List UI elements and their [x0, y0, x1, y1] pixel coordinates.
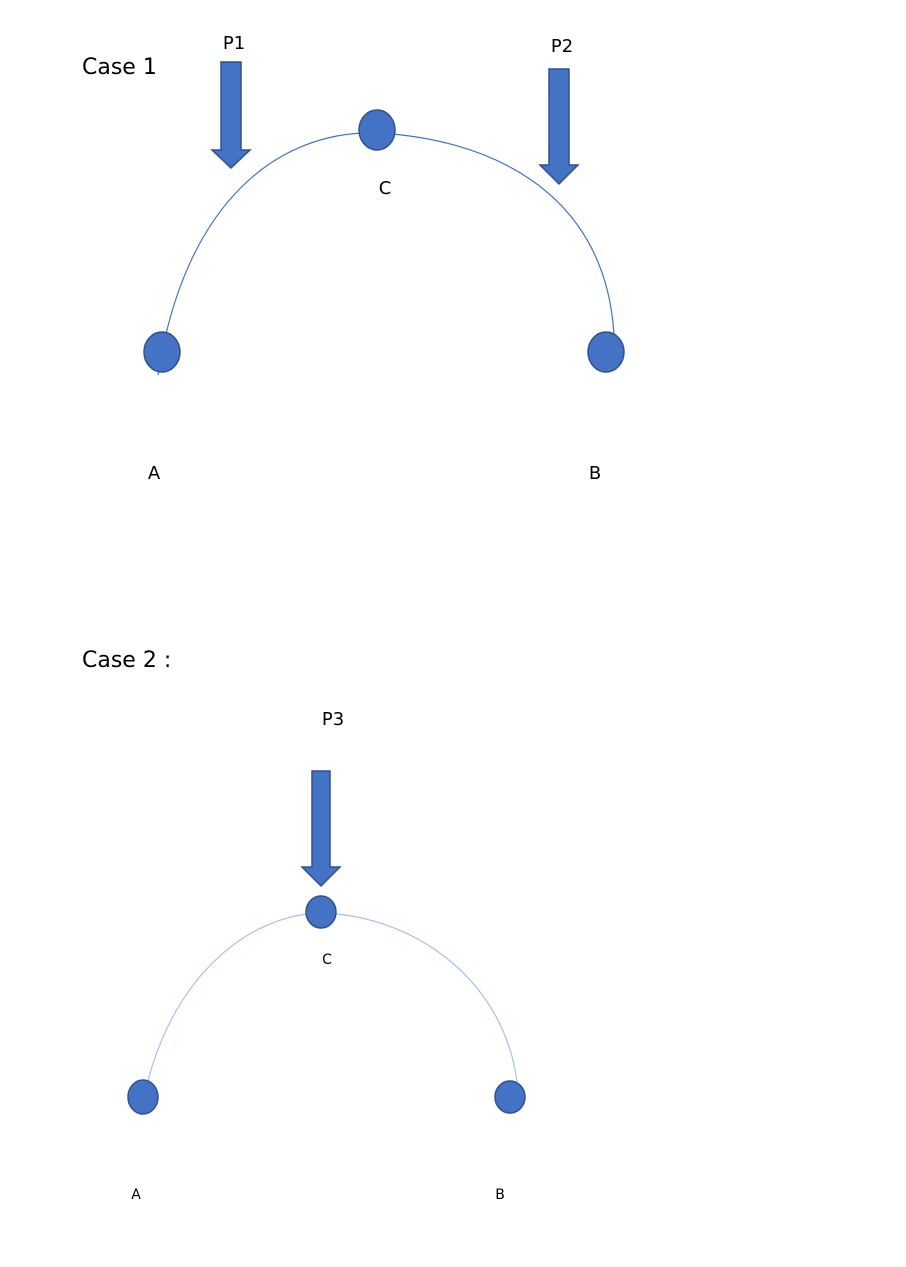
case2-node-label-b: B [495, 1187, 505, 1203]
case2-title: Case 2 : [82, 648, 172, 673]
case2-arch-curve [140, 912, 518, 1116]
case2-node-b [494, 1080, 526, 1114]
case2-node-label-a: A [131, 1187, 141, 1203]
case1-title: Case 1 [82, 55, 157, 80]
case2-node-c [305, 895, 337, 929]
case1-node-label-c: C [378, 178, 392, 199]
case1-diagram [143, 61, 625, 376]
case1-node-a [143, 331, 181, 373]
case1-node-label-b: B [588, 463, 602, 484]
case1-node-label-a: A [147, 463, 161, 484]
case2-load-label-p3: P3 [321, 709, 345, 730]
case2-node-a [127, 1079, 159, 1115]
case1-load-arrow-p1 [210, 61, 252, 170]
case2-load-arrow-p3 [300, 770, 342, 888]
case1-node-c [358, 109, 396, 151]
case1-load-label-p2: P2 [550, 36, 574, 57]
case2-node-label-c: C [322, 952, 332, 968]
case2-diagram [127, 770, 526, 1116]
case1-load-arrow-p2 [538, 68, 580, 186]
case1-node-b [587, 331, 625, 373]
case1-load-label-p1: P1 [222, 33, 246, 54]
